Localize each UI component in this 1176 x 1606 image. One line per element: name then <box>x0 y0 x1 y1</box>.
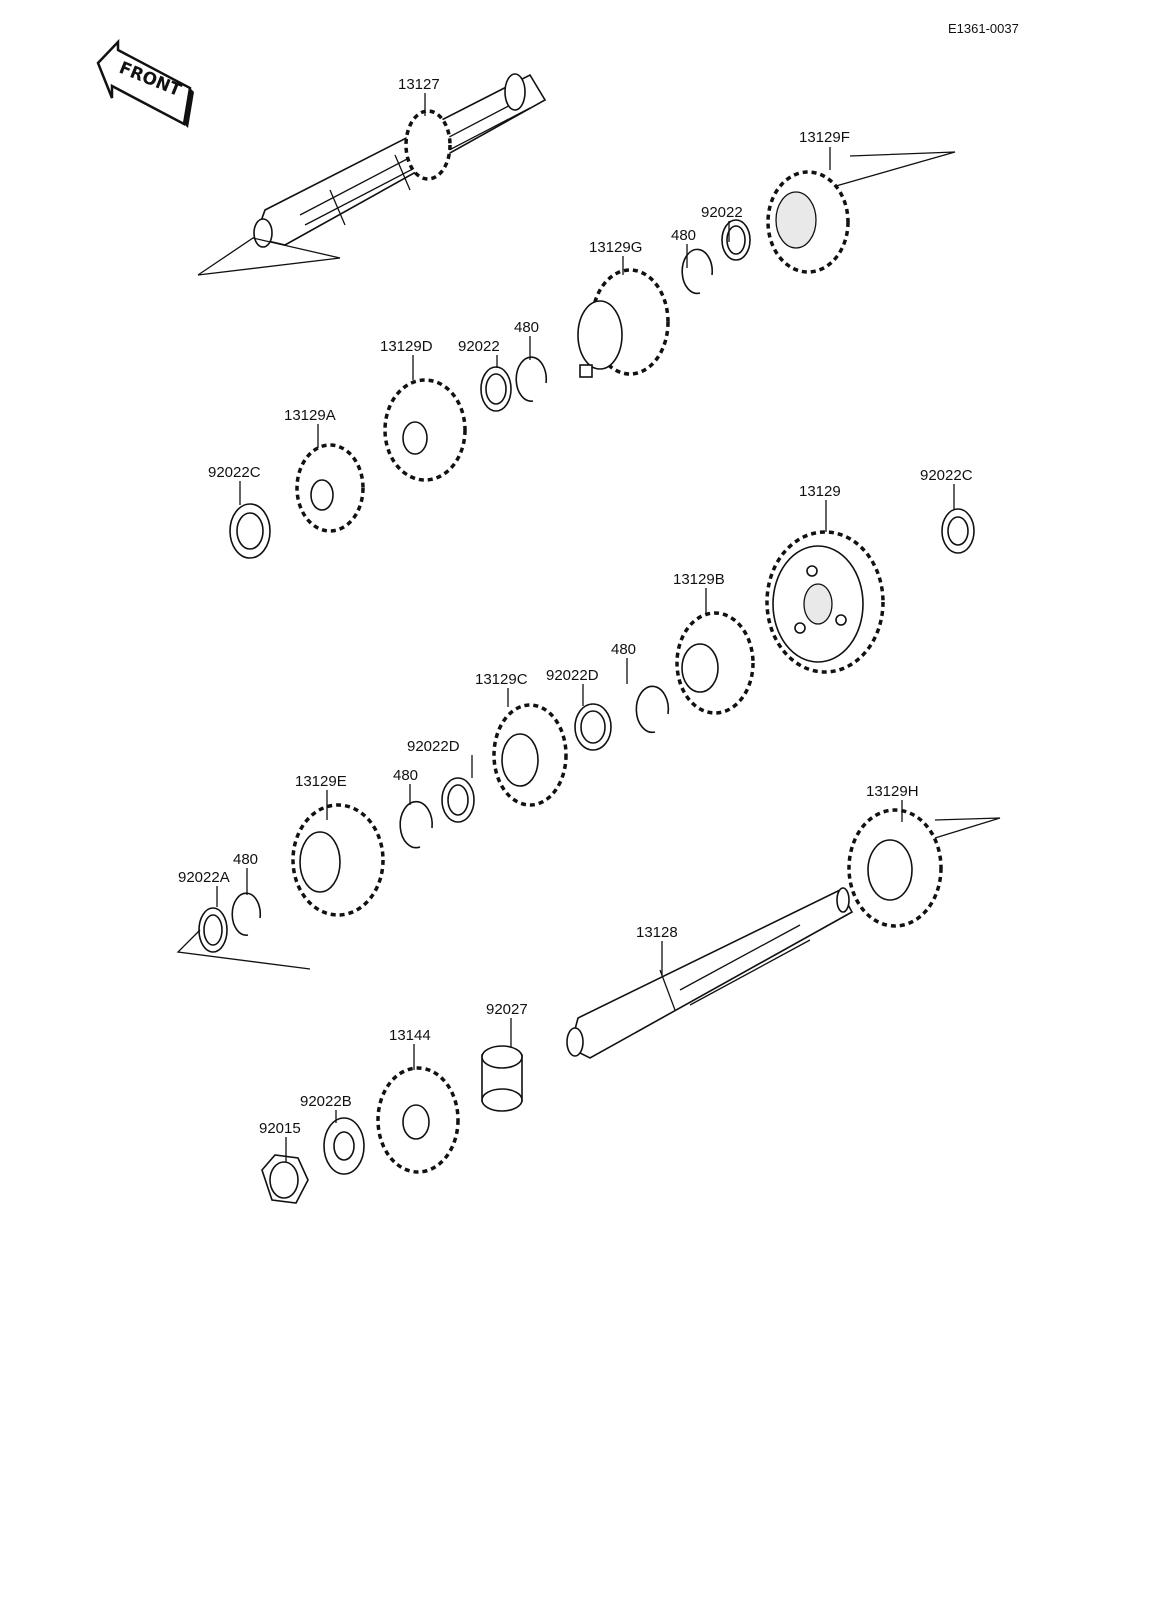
circlip-480-mid <box>515 356 548 402</box>
axis-line-lower-right <box>934 817 1001 839</box>
label-480-top: 480 <box>671 227 696 244</box>
part-labels: 13127 13129F 92022 480 13129G 480 92022 … <box>178 76 973 1137</box>
gear-13129A <box>295 443 365 533</box>
axis-line-upper-left <box>197 237 341 276</box>
leader-lines <box>216 93 955 1162</box>
label-92022D-b: 92022D <box>407 738 460 755</box>
gear-13129B <box>675 611 755 715</box>
circlip-480-b <box>635 685 670 734</box>
front-arrow-icon: FRONT <box>96 38 194 128</box>
label-13127: 13127 <box>398 76 440 93</box>
label-92022C-right: 92022C <box>920 467 973 484</box>
label-13129H: 13129H <box>866 783 919 800</box>
gear-13129 <box>765 530 885 674</box>
label-13129B: 13129B <box>673 571 725 588</box>
label-92022-top: 92022 <box>701 204 743 221</box>
axis-line-upper-right <box>807 151 956 195</box>
label-13129G: 13129G <box>589 239 642 256</box>
label-13129: 13129 <box>799 483 841 500</box>
label-13129A: 13129A <box>284 407 336 424</box>
gear-13129E <box>291 803 385 917</box>
label-480-b: 480 <box>611 641 636 658</box>
gear-13129G <box>577 268 670 378</box>
label-13128: 13128 <box>636 924 678 941</box>
input-shaft-13128 <box>566 887 854 1059</box>
label-92027: 92027 <box>486 1001 528 1018</box>
label-13144: 13144 <box>389 1027 431 1044</box>
circlip-480-d <box>231 892 262 936</box>
output-shaft-13127 <box>253 73 547 248</box>
gear-13129H <box>847 808 943 928</box>
axis-line-lower-left <box>176 929 311 970</box>
label-13129E: 13129E <box>295 773 347 790</box>
label-92022C-left: 92022C <box>208 464 261 481</box>
label-480-d: 480 <box>233 851 258 868</box>
label-92022D-a: 92022D <box>546 667 599 684</box>
label-480-mid: 480 <box>514 319 539 336</box>
gear-13129C <box>492 703 568 807</box>
label-13129F: 13129F <box>799 129 850 146</box>
nut-92015 <box>261 1154 309 1204</box>
label-92022B: 92022B <box>300 1093 352 1110</box>
label-92015: 92015 <box>259 1120 301 1137</box>
gear-13129F <box>766 170 850 274</box>
label-92022-mid: 92022 <box>458 338 500 355</box>
circlip-480-c <box>399 800 433 849</box>
label-480-c: 480 <box>393 767 418 784</box>
label-92022A: 92022A <box>178 869 230 886</box>
label-13129C: 13129C <box>475 671 528 688</box>
collar-92027 <box>481 1045 523 1112</box>
drawing-code: E1361-0037 <box>948 21 1019 36</box>
sprocket-13144 <box>376 1066 460 1174</box>
label-13129D: 13129D <box>380 338 433 355</box>
gear-13129D <box>383 378 467 482</box>
